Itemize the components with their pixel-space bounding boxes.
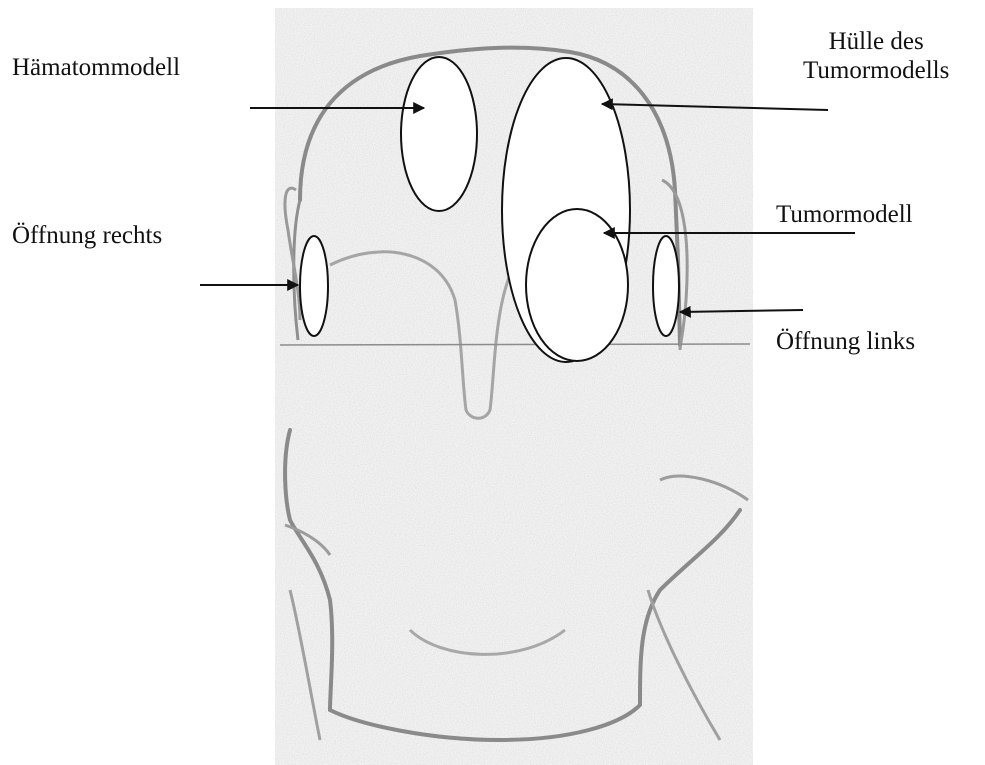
label-haematom-model: Hämatommodell bbox=[12, 54, 180, 83]
label-tumor-model: Tumormodell bbox=[776, 201, 913, 230]
label-opening-right: Öffnung rechts bbox=[12, 222, 162, 251]
opening-left-ellipse bbox=[653, 236, 679, 336]
label-opening-left: Öffnung links bbox=[776, 328, 915, 357]
label-tumor-shell: Hülle des Tumormodells bbox=[803, 28, 949, 86]
haematom-model-ellipse bbox=[401, 57, 477, 211]
opening-right-ellipse bbox=[300, 236, 328, 336]
label-tumor-shell-line2: Tumormodells bbox=[803, 57, 949, 86]
tumor-model-ellipse bbox=[526, 209, 628, 361]
label-tumor-shell-line1: Hülle des bbox=[803, 28, 949, 57]
cut-line bbox=[280, 344, 750, 345]
